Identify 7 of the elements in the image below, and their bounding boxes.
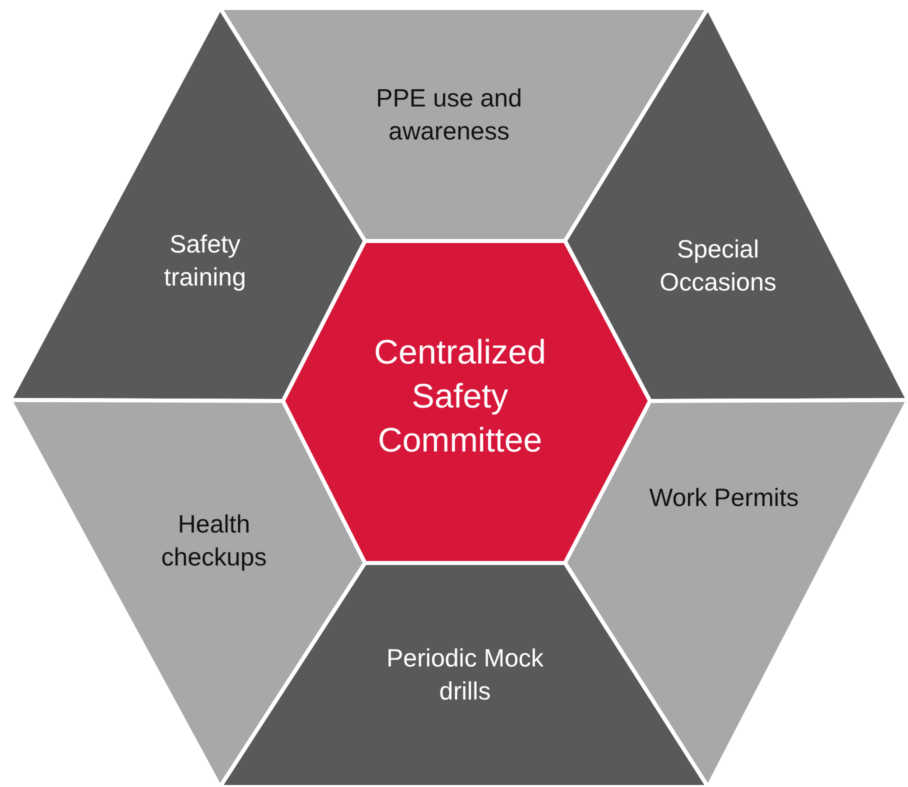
segment-label: Periodic Mock drills bbox=[386, 644, 544, 707]
center-title: Centralized Safety Committee bbox=[373, 332, 547, 462]
segment-label: Special Occasions bbox=[658, 234, 778, 298]
segment-label: Safety training bbox=[163, 230, 247, 293]
segment-label: Work Permits bbox=[648, 482, 800, 514]
segment-label: Health checkups bbox=[160, 510, 268, 573]
segment-label: PPE use and awareness bbox=[375, 84, 523, 147]
